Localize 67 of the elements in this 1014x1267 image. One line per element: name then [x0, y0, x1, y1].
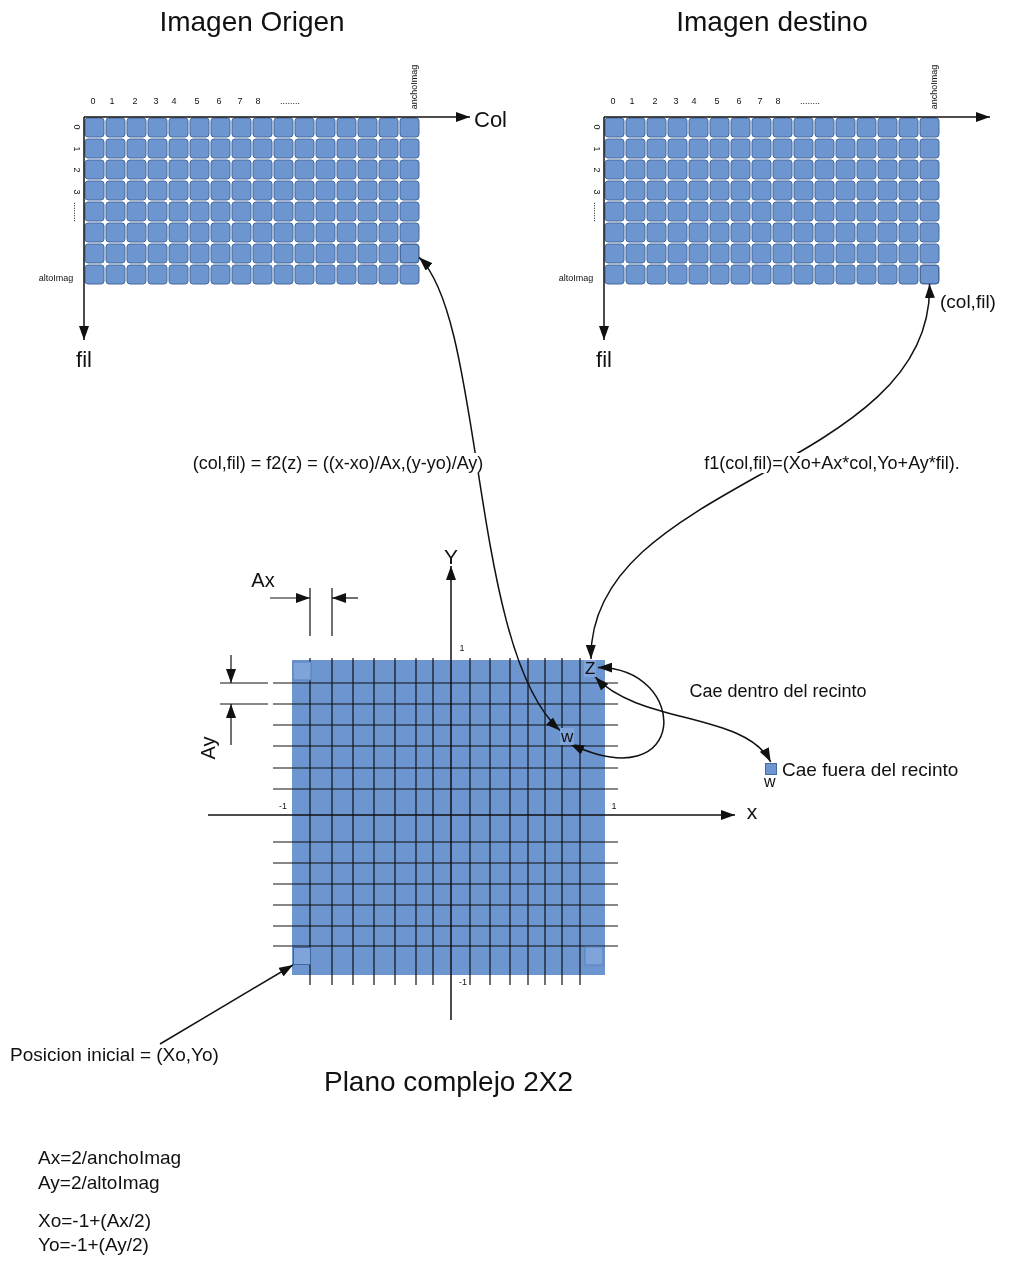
axis-tick-label: anchoImag — [409, 64, 419, 110]
axis-tick-label: ........ — [71, 202, 81, 222]
axis-tick-label: 0 — [591, 124, 601, 130]
axis-tick-label: 1 — [611, 801, 617, 811]
formula-text: Ax=2/anchoImag — [38, 1147, 182, 1167]
axis-tick-label: 7 — [757, 96, 763, 106]
axis-tick-label: 1 — [109, 96, 115, 106]
panel-title: Plano complejo 2X2 — [324, 1068, 573, 1096]
dimension-label: Ax — [251, 570, 275, 590]
panel-title: Imagen Origen — [159, 8, 345, 36]
axis-tick-label: 4 — [691, 96, 697, 106]
curved-arrow — [588, 283, 933, 660]
point-label: Z — [584, 660, 597, 677]
axis-tick-label: 2 — [652, 96, 658, 106]
axis-tick-label: 5 — [714, 96, 720, 106]
formula-text: Xo=-1+(Ax/2) — [38, 1210, 151, 1230]
note-text: Cae fuera del recinto — [782, 759, 959, 779]
curved-arrow — [594, 676, 772, 763]
point-label: w — [560, 728, 575, 745]
axis-tick-label: 8 — [775, 96, 781, 106]
axis-tick-label: altoImag — [558, 273, 594, 283]
axis-label: Y — [444, 545, 458, 567]
point-label: w — [764, 774, 776, 790]
axis-tick-label: 8 — [255, 96, 261, 106]
leader-line — [159, 964, 294, 1045]
axis-tick-label: ........ — [280, 96, 300, 106]
axis-tick-label: 1 — [591, 146, 601, 152]
note-text: (col,fil) — [940, 291, 996, 311]
axis-tick-label: 2 — [132, 96, 138, 106]
axis-tick-label: ........ — [591, 202, 601, 222]
axis-tick-label: anchoImag — [929, 64, 939, 110]
curved-arrow — [569, 664, 665, 759]
curved-arrow — [418, 256, 561, 732]
axis-tick-label: 4 — [171, 96, 177, 106]
axis-tick-label: 3 — [71, 189, 81, 195]
axis-tick-label: 3 — [153, 96, 159, 106]
axis-tick-label: -1 — [459, 977, 467, 987]
edge-label: (col,fil) = f2(z) = ((x-xo)/Ax,(y-yo)/Ay) — [190, 453, 486, 473]
axis-tick-label: 0 — [610, 96, 616, 106]
axis-label: Col — [474, 109, 507, 131]
axis-tick-label: 0 — [90, 96, 96, 106]
axis-tick-label: 6 — [736, 96, 742, 106]
axis-tick-label: 1 — [71, 146, 81, 152]
grid-cell — [400, 244, 419, 263]
formula-text: Yo=-1+(Ay/2) — [38, 1234, 149, 1254]
axis-label: fil — [596, 349, 612, 371]
axis-tick-label: 2 — [591, 167, 601, 173]
axis-tick-label: 1 — [629, 96, 635, 106]
axis-tick-label: 2 — [71, 167, 81, 173]
axis-tick-label: 7 — [237, 96, 243, 106]
axis-tick-label: 0 — [71, 124, 81, 130]
axis-tick-label: 3 — [591, 189, 601, 195]
axis-tick-label: -1 — [279, 801, 287, 811]
axis-tick-label: 3 — [673, 96, 679, 106]
axis-tick-label: 1 — [459, 643, 465, 653]
note-text: Posicion inicial = (Xo,Yo) — [10, 1045, 219, 1064]
axis-tick-label: altoImag — [38, 273, 74, 283]
panel-title: Imagen destino — [676, 8, 868, 36]
dimension-label: Ay — [198, 736, 218, 760]
grid-cell — [293, 947, 311, 965]
axis-tick-label: 5 — [194, 96, 200, 106]
axis-label: x — [746, 800, 758, 822]
axis-label: fil — [76, 349, 92, 371]
formula-text: Ay=2/altoImag — [38, 1172, 160, 1192]
edge-label: f1(col,fil)=(Xo+Ax*col,Yo+Ay*fil). — [702, 453, 962, 473]
axis-tick-label: 6 — [216, 96, 222, 106]
axis-tick-label: ........ — [800, 96, 820, 106]
